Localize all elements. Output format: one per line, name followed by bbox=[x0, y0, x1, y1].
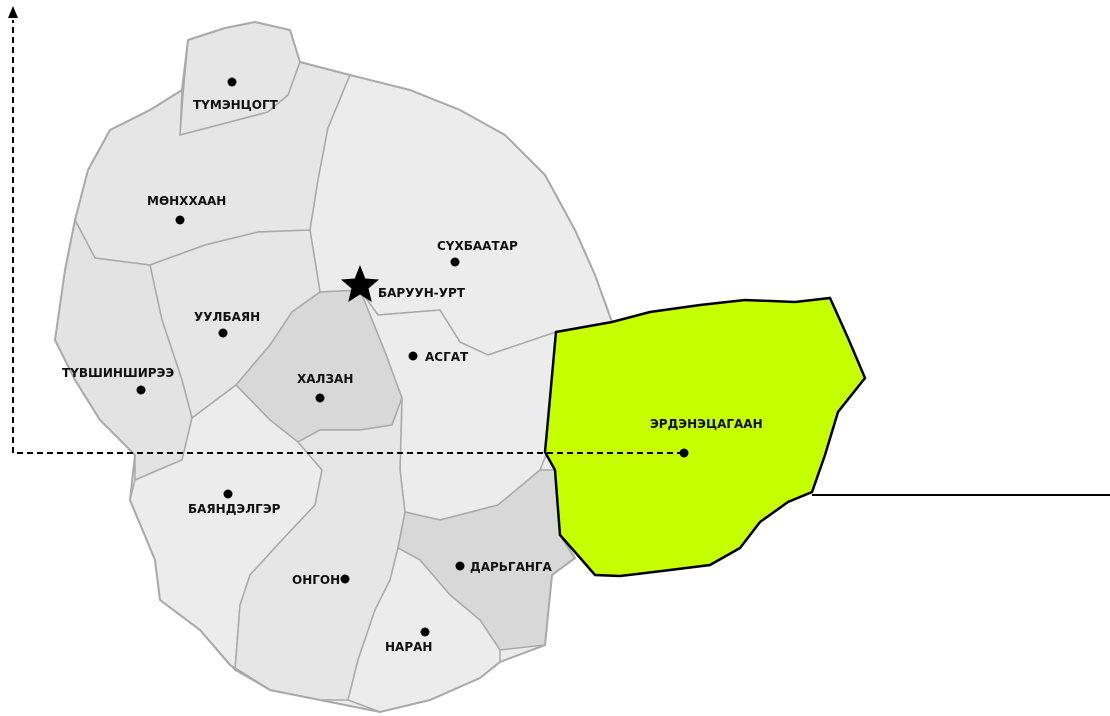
district-label: ТҮМЭНЦОГТ bbox=[193, 98, 279, 112]
district-label: УУЛБАЯН bbox=[194, 310, 260, 324]
town-dot-icon bbox=[136, 385, 146, 395]
district-label: ДАРЬГАНГА bbox=[470, 560, 553, 574]
district-label: БАЯНДЭЛГЭР bbox=[188, 502, 281, 516]
district-label: ОНГОН bbox=[292, 573, 340, 587]
town-dot-icon bbox=[420, 627, 430, 637]
town-dot-icon bbox=[315, 393, 325, 403]
district-label: МӨНХХААН bbox=[147, 194, 226, 208]
star-icon bbox=[341, 265, 379, 302]
town-dot-icon bbox=[340, 574, 350, 584]
town-dot-icon bbox=[218, 328, 228, 338]
town-dot-icon bbox=[227, 77, 237, 87]
town-dot-icon bbox=[223, 489, 233, 499]
locator-dashed-line bbox=[12, 20, 683, 454]
district-label: ЭРДЭНЭЦАГААН bbox=[650, 417, 763, 431]
capital-label: БАРУУН-УРТ bbox=[378, 286, 466, 300]
district-label: СҮХБААТАР bbox=[437, 239, 518, 253]
town-dot-icon bbox=[455, 561, 465, 571]
district-label: ХАЛЗАН bbox=[297, 372, 353, 386]
district-label: ТҮВШИНШИРЭЭ bbox=[62, 366, 174, 380]
arrow-up-icon bbox=[8, 6, 18, 18]
town-dot-icon bbox=[450, 257, 460, 267]
province-border bbox=[53, 20, 613, 714]
town-dot-icon bbox=[679, 448, 689, 458]
district-label: АСГАТ bbox=[425, 350, 469, 364]
town-dot-icon bbox=[175, 215, 185, 225]
town-dot-icon bbox=[408, 351, 418, 361]
district-erdenetsagaan[interactable] bbox=[543, 296, 867, 578]
district-label: НАРАН bbox=[385, 640, 432, 654]
